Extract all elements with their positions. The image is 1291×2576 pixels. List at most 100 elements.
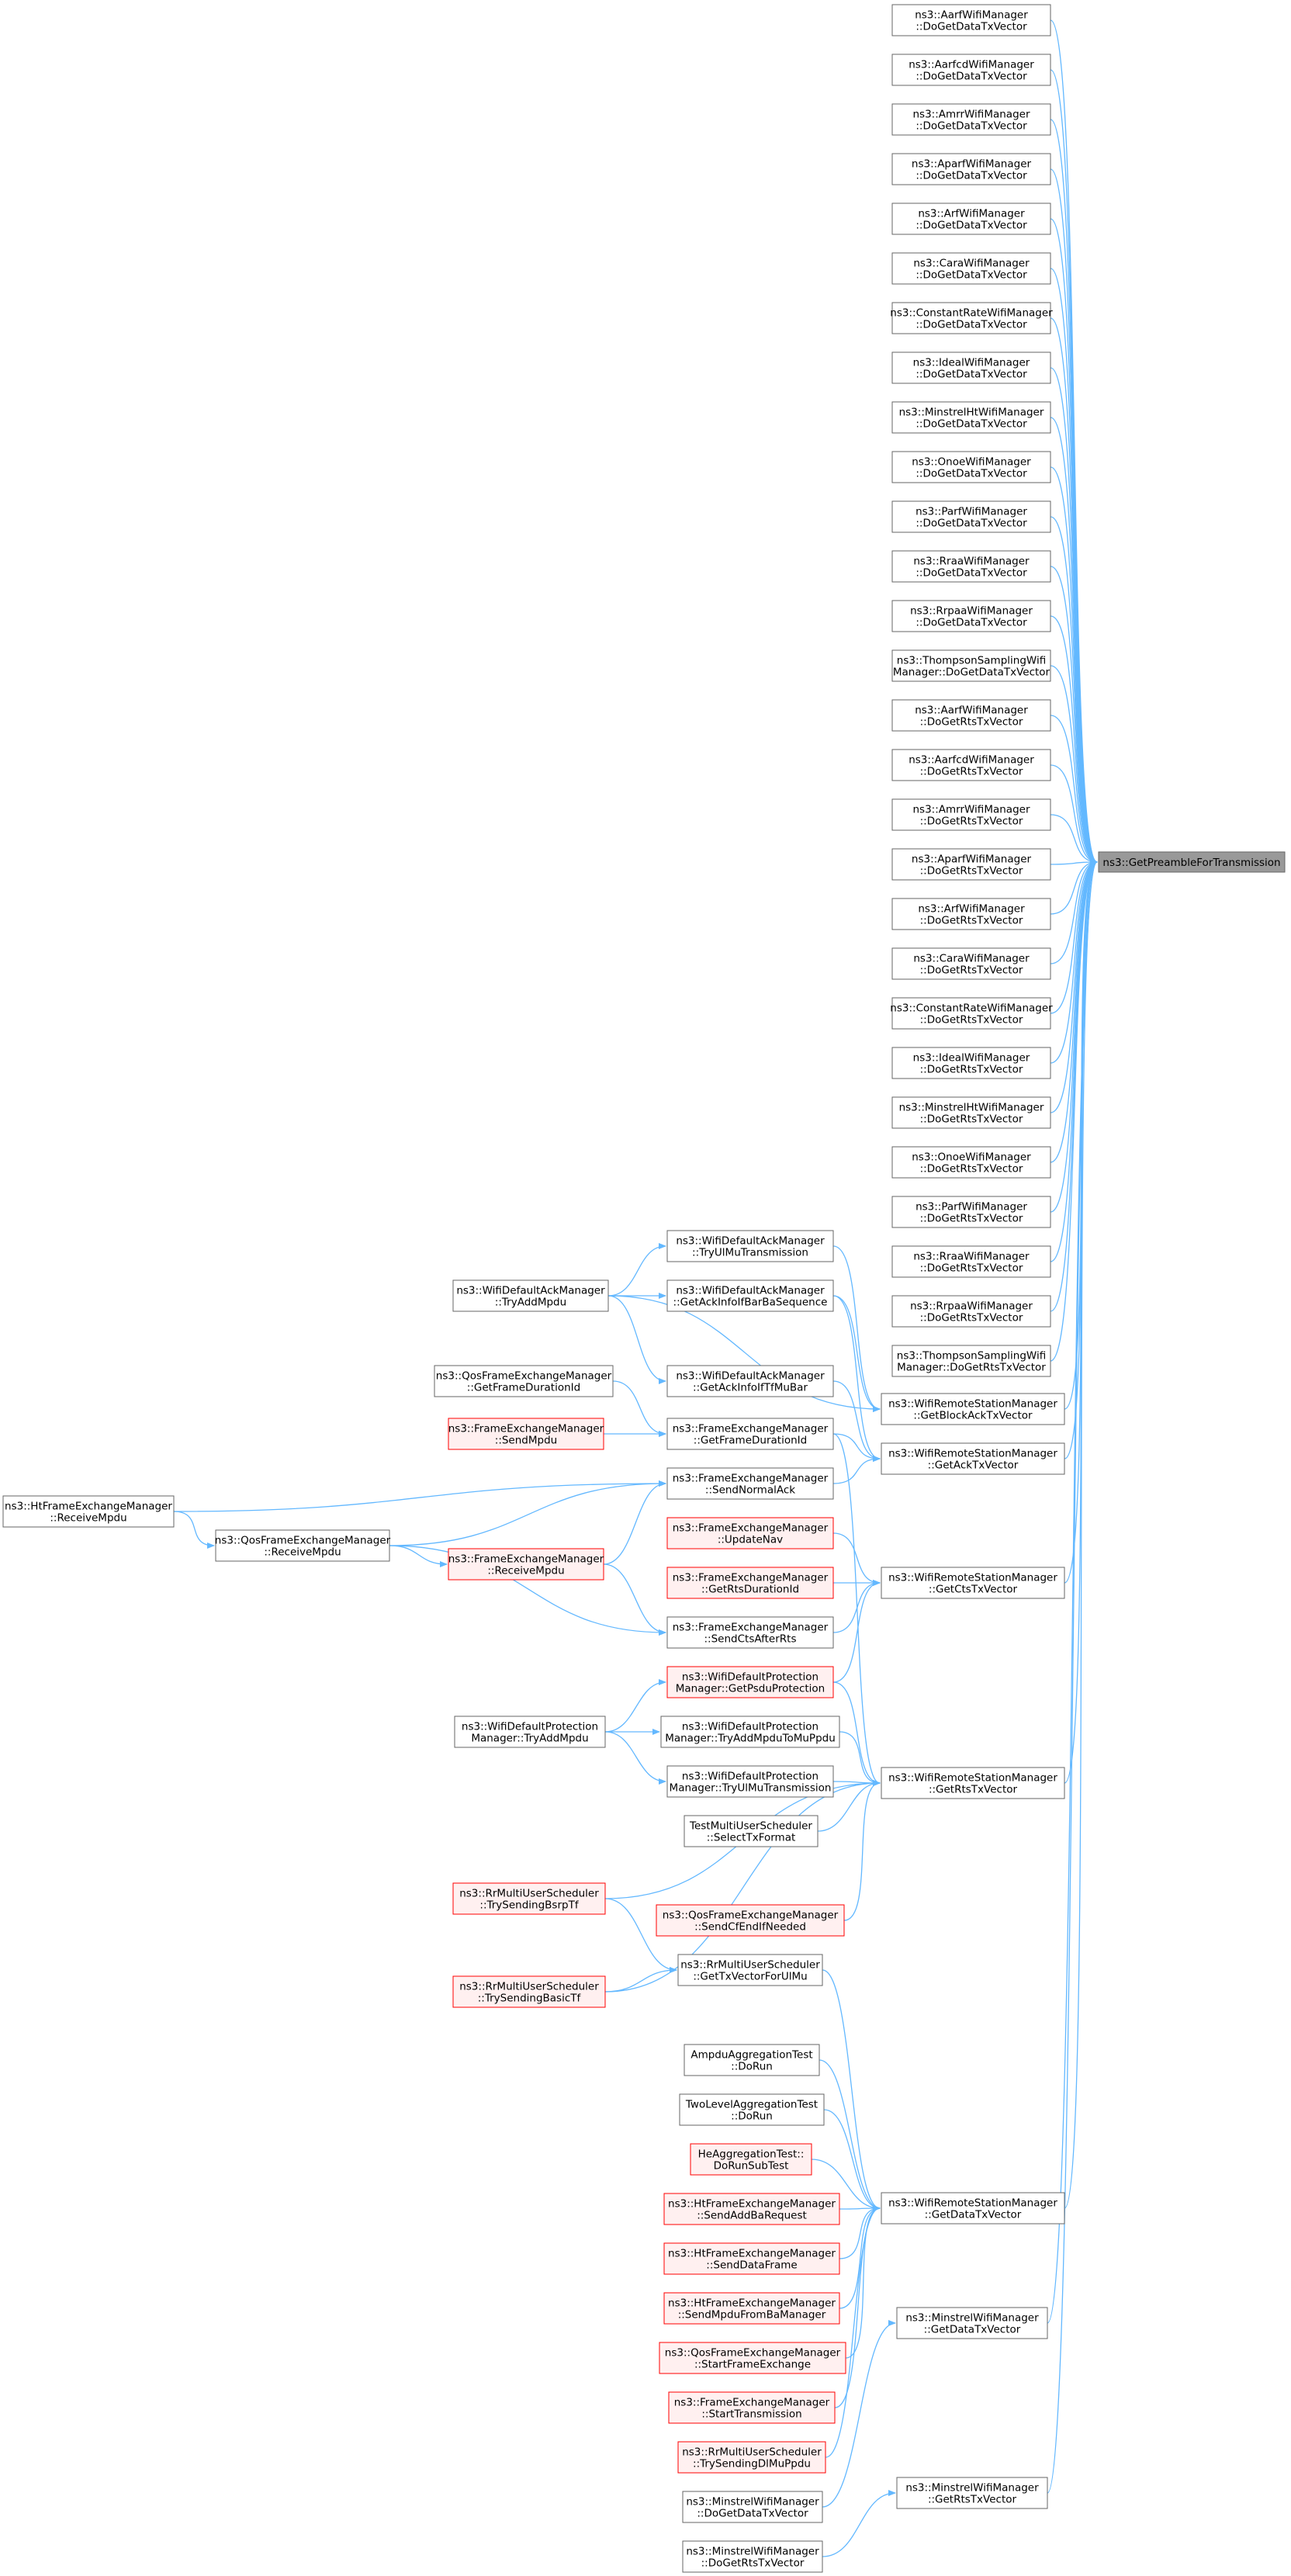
node-ack_tf[interactable]: ns3::WifiDefaultAckManager::GetAckInfoIf… <box>666 1365 834 1397</box>
node-c1[interactable]: ns3::AarfcdWifiManager::DoGetDataTxVecto… <box>891 54 1051 86</box>
node-box <box>891 699 1051 732</box>
node-fem_start[interactable]: ns3::FrameExchangeManager::StartTransmis… <box>668 2391 836 2424</box>
node-ack_ulmu[interactable]: ns3::WifiDefaultAckManager::TryUlMuTrans… <box>666 1230 834 1262</box>
node-c2[interactable]: ns3::AmrrWifiManager::DoGetDataTxVector <box>891 103 1051 136</box>
node-datatx[interactable]: ns3::WifiRemoteStationManager::GetDataTx… <box>881 2192 1065 2225</box>
node-c25[interactable]: ns3::RraaWifiManager::DoGetRtsTxVector <box>891 1245 1051 1278</box>
node-label: ::DoRun <box>731 2110 773 2123</box>
node-rr_dlmu[interactable]: ns3::RrMultiUserScheduler::TrySendingDlM… <box>677 2441 826 2474</box>
node-label: ::TryUlMuTransmission <box>692 1247 808 1259</box>
node-label: ns3::AparfWifiManager <box>912 158 1032 171</box>
node-c21[interactable]: ns3::IdealWifiManager::DoGetRtsTxVector <box>891 1047 1051 1079</box>
node-label: ns3::FrameExchangeManager <box>673 1473 829 1485</box>
node-c4[interactable]: ns3::ArfWifiManager::DoGetDataTxVector <box>891 203 1051 235</box>
node-label: ::GetAckInfoIfBarBaSequence <box>673 1297 828 1309</box>
node-qfem_gfd[interactable]: ns3::QosFrameExchangeManager::GetFrameDu… <box>434 1365 614 1397</box>
node-heagg_test[interactable]: HeAggregationTest::DoRunSubTest <box>690 2143 812 2176</box>
node-ack_tryadd[interactable]: ns3::WifiDefaultAckManager::TryAddMpdu <box>452 1279 609 1312</box>
node-qfem_start[interactable]: ns3::QosFrameExchangeManager::StartFrame… <box>659 2342 846 2374</box>
node-qfem_cfend[interactable]: ns3::QosFrameExchangeManager::SendCfEndI… <box>656 1904 845 1937</box>
node-c14[interactable]: ns3::AarfWifiManager::DoGetRtsTxVector <box>891 699 1051 732</box>
node-prot_psdu[interactable]: ns3::WifiDefaultProtectionManager::GetPs… <box>666 1666 834 1698</box>
node-rr_basic[interactable]: ns3::RrMultiUserScheduler::TrySendingBas… <box>452 1975 606 2008</box>
node-label: ns3::RrMultiUserScheduler <box>459 1981 599 1993</box>
node-label: ::TrySendingBasicTf <box>478 1993 582 2005</box>
node-label: Manager::TryUlMuTransmission <box>670 1782 832 1795</box>
node-label: ::DoGetDataTxVector <box>915 567 1027 580</box>
node-c17[interactable]: ns3::AparfWifiManager::DoGetRtsTxVector <box>891 848 1051 881</box>
node-rtstx[interactable]: ns3::WifiRemoteStationManager::GetRtsTxV… <box>881 1767 1065 1799</box>
edge-test_select-to-rtstx <box>817 1780 881 1832</box>
node-root[interactable]: ns3::GetPreambleForTransmission <box>1098 851 1286 873</box>
node-mwm_dorts[interactable]: ns3::MinstrelWifiManager::DoGetRtsTxVect… <box>682 2540 823 2573</box>
node-c8[interactable]: ns3::MinstrelHtWifiManager::DoGetDataTxV… <box>891 401 1051 434</box>
node-acktx[interactable]: ns3::WifiRemoteStationManager::GetAckTxV… <box>881 1442 1065 1475</box>
node-c5[interactable]: ns3::CaraWifiManager::DoGetDataTxVector <box>891 252 1051 285</box>
node-c7[interactable]: ns3::IdealWifiManager::DoGetDataTxVector <box>891 351 1051 384</box>
node-box <box>891 203 1051 235</box>
node-qfem_recv[interactable]: ns3::QosFrameExchangeManager::ReceiveMpd… <box>215 1529 391 1562</box>
node-c22[interactable]: ns3::MinstrelHtWifiManager::DoGetRtsTxVe… <box>891 1096 1051 1129</box>
node-prot_ulmu[interactable]: ns3::WifiDefaultProtectionManager::TryUl… <box>666 1765 834 1798</box>
node-htfem_recv[interactable]: ns3::HtFrameExchangeManager::ReceiveMpdu <box>2 1495 175 1528</box>
node-label: ::ReceiveMpdu <box>50 1512 126 1525</box>
node-c20[interactable]: ns3::ConstantRateWifiManager::DoGetRtsTx… <box>890 997 1053 1030</box>
node-c16[interactable]: ns3::AmrrWifiManager::DoGetRtsTxVector <box>891 798 1051 831</box>
node-mwm_getdata[interactable]: ns3::MinstrelWifiManager::GetDataTxVecto… <box>896 2307 1048 2339</box>
node-c19[interactable]: ns3::CaraWifiManager::DoGetRtsTxVector <box>891 947 1051 980</box>
node-fem_sna[interactable]: ns3::FrameExchangeManager::SendNormalAck <box>666 1467 834 1500</box>
edge-c15-to-root <box>1050 764 1098 865</box>
node-rr_bsrp[interactable]: ns3::RrMultiUserScheduler::TrySendingBsr… <box>452 1882 606 1915</box>
node-label: ns3::RrMultiUserScheduler <box>680 1959 820 1972</box>
node-label: ::GetRtsTxVector <box>928 2494 1017 2506</box>
node-c13[interactable]: ns3::ThompsonSamplingWifiManager::DoGetD… <box>891 649 1051 682</box>
node-prot_tryadd[interactable]: ns3::WifiDefaultProtectionManager::TryAd… <box>454 1716 606 1748</box>
node-mwm_dodata[interactable]: ns3::MinstrelWifiManager::DoGetDataTxVec… <box>682 2491 823 2523</box>
node-c12[interactable]: ns3::RrpaaWifiManager::DoGetDataTxVector <box>891 600 1051 632</box>
edge-c22-to-root <box>1050 859 1098 1113</box>
node-box <box>452 1975 606 2008</box>
node-fem_nav[interactable]: ns3::FrameExchangeManager::UpdateNav <box>666 1517 834 1549</box>
node-c9[interactable]: ns3::OnoeWifiManager::DoGetDataTxVector <box>891 451 1051 483</box>
node-c24[interactable]: ns3::ParfWifiManager::DoGetRtsTxVector <box>891 1196 1051 1228</box>
node-box <box>666 1765 834 1798</box>
node-fem_gfd[interactable]: ns3::FrameExchangeManager::GetFrameDurat… <box>666 1418 834 1450</box>
node-c15[interactable]: ns3::AarfcdWifiManager::DoGetRtsTxVector <box>891 749 1051 781</box>
edge-fem_gfd-to-rtstx <box>832 1433 881 1786</box>
edge-htfem_recv-to-fem_sna <box>173 1480 666 1512</box>
node-label: ns3::WifiDefaultAckManager <box>676 1235 825 1248</box>
node-ht_fromba[interactable]: ns3::HtFrameExchangeManager::SendMpduFro… <box>663 2292 840 2325</box>
node-fem_recv[interactable]: ns3::FrameExchangeManager::ReceiveMpdu <box>448 1548 604 1581</box>
node-twolevel_test[interactable]: TwoLevelAggregationTest::DoRun <box>679 2093 825 2126</box>
node-fem_cts[interactable]: ns3::FrameExchangeManager::SendCtsAfterR… <box>666 1616 834 1649</box>
node-c10[interactable]: ns3::ParfWifiManager::DoGetDataTxVector <box>891 500 1051 533</box>
node-prot_tomu[interactable]: ns3::WifiDefaultProtectionManager::TryAd… <box>660 1716 840 1748</box>
node-box <box>881 1393 1065 1425</box>
edge-prot_psdu-to-rtstx <box>832 1681 881 1786</box>
node-mwm_getrts[interactable]: ns3::MinstrelWifiManager::GetRtsTxVector <box>896 2477 1048 2509</box>
node-blockack[interactable]: ns3::WifiRemoteStationManager::GetBlockA… <box>881 1393 1065 1425</box>
node-ht_data[interactable]: ns3::HtFrameExchangeManager::SendDataFra… <box>663 2242 840 2275</box>
node-ht_addba[interactable]: ns3::HtFrameExchangeManager::SendAddBaRe… <box>663 2193 840 2225</box>
node-c18[interactable]: ns3::ArfWifiManager::DoGetRtsTxVector <box>891 898 1051 930</box>
node-c27[interactable]: ns3::ThompsonSamplingWifiManager::DoGetR… <box>891 1345 1051 1377</box>
node-ctstx[interactable]: ns3::WifiRemoteStationManager::GetCtsTxV… <box>881 1567 1065 1599</box>
node-label: AmpduAggregationTest <box>690 2049 812 2062</box>
node-c26[interactable]: ns3::RrpaaWifiManager::DoGetRtsTxVector <box>891 1295 1051 1328</box>
node-fem_rtsdur[interactable]: ns3::FrameExchangeManager::GetRtsDuratio… <box>666 1567 834 1599</box>
node-label: ns3::OnoeWifiManager <box>912 456 1031 469</box>
node-c0[interactable]: ns3::AarfWifiManager::DoGetDataTxVector <box>891 4 1051 36</box>
node-box <box>666 1467 834 1500</box>
node-c3[interactable]: ns3::AparfWifiManager::DoGetDataTxVector <box>891 153 1051 185</box>
node-fem_sendmpdu[interactable]: ns3::FrameExchangeManager::SendMpdu <box>448 1418 604 1450</box>
node-c6[interactable]: ns3::ConstantRateWifiManager::DoGetDataT… <box>890 302 1053 334</box>
node-box <box>663 2242 840 2275</box>
node-c23[interactable]: ns3::OnoeWifiManager::DoGetRtsTxVector <box>891 1146 1051 1179</box>
node-label: ns3::ArfWifiManager <box>918 903 1025 916</box>
node-ack_bar[interactable]: ns3::WifiDefaultAckManager::GetAckInfoIf… <box>666 1279 834 1312</box>
node-test_select[interactable]: TestMultiUserScheduler::SelectTxFormat <box>684 1815 819 1847</box>
node-ampdu_test[interactable]: AmpduAggregationTest::DoRun <box>684 2044 820 2076</box>
node-rr_gettx[interactable]: ns3::RrMultiUserScheduler::GetTxVectorFo… <box>677 1954 823 1986</box>
node-c11[interactable]: ns3::RraaWifiManager::DoGetDataTxVector <box>891 550 1051 583</box>
node-label: ns3::MinstrelHtWifiManager <box>899 407 1044 419</box>
